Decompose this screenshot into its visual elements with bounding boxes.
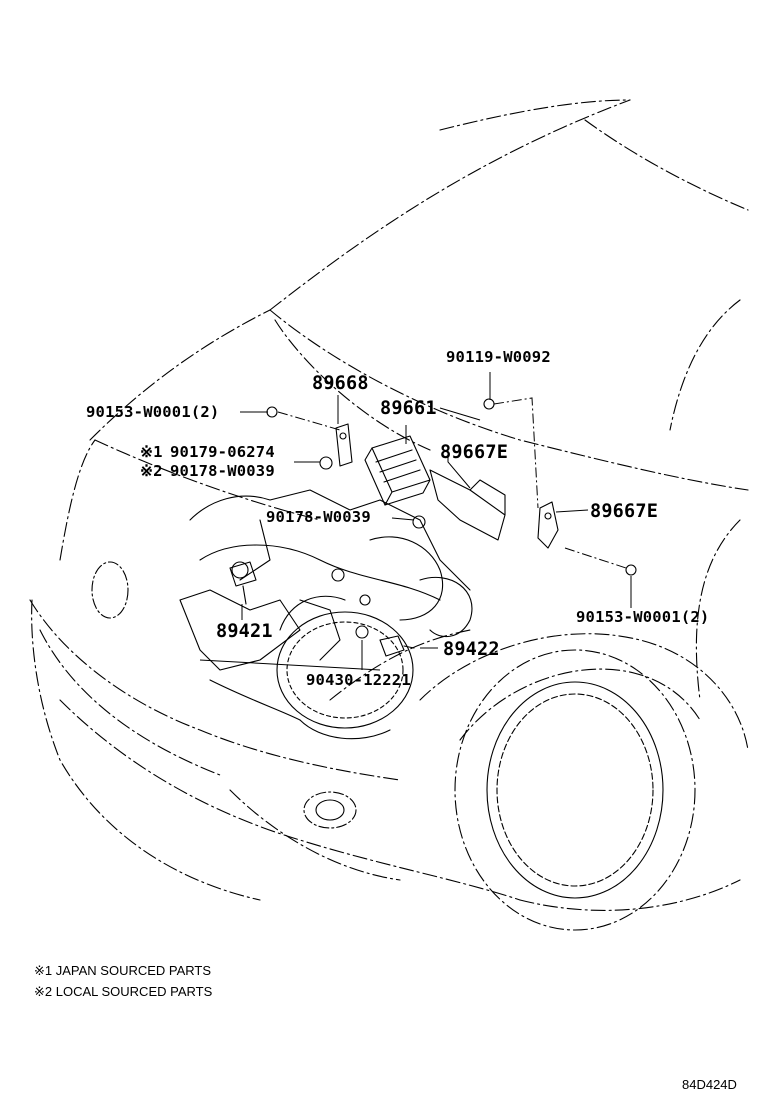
wheel-outline — [454, 649, 696, 931]
part-label-90153-W0001-right: 90153-W0001(2) — [576, 608, 710, 626]
part-label-90153-W0001-left: 90153-W0001(2) — [86, 403, 220, 421]
transmission-assembly — [276, 595, 414, 740]
part-label-89421: 89421 — [216, 621, 273, 642]
mark-1: ※1 — [140, 443, 163, 461]
part-label-90178-W0039-upper: 90178-W0039 — [170, 462, 275, 480]
lamp-outline — [91, 561, 357, 829]
part-label-89661: 89661 — [380, 398, 437, 419]
bracket-89668 — [335, 423, 353, 467]
ecu-89661 — [364, 435, 431, 506]
note-local-sourced: ※2 LOCAL SOURCED PARTS — [34, 984, 213, 999]
ecu-bracket-89667E — [429, 469, 506, 541]
fasteners — [266, 398, 637, 639]
front-body-outline — [29, 599, 749, 911]
part-label-89422: 89422 — [443, 639, 500, 660]
mark-2: ※2 — [140, 462, 163, 480]
sensor-89421 — [229, 561, 257, 605]
part-label-90179-06274: 90179-06274 — [170, 443, 275, 461]
part-label-90178-W0039-lower: 90178-W0039 — [266, 508, 371, 526]
diagram-code: 84D424D — [682, 1077, 737, 1092]
note-japan-sourced: ※1 JAPAN SOURCED PARTS — [34, 963, 212, 978]
bracket-89667E-right — [537, 501, 559, 549]
hood-outline — [59, 299, 749, 701]
engine-assembly — [179, 489, 473, 721]
part-label-90430-12221: 90430-12221 — [306, 671, 411, 689]
part-label-89667E-right: 89667E — [590, 501, 659, 522]
leader-lines — [199, 372, 632, 671]
part-label-90119-W0092: 90119-W0092 — [446, 348, 551, 366]
part-label-89667E-upper: 89667E — [440, 442, 509, 463]
windshield-outline — [89, 99, 749, 441]
sensor-89422 — [379, 635, 415, 657]
part-label-89668: 89668 — [312, 373, 369, 394]
